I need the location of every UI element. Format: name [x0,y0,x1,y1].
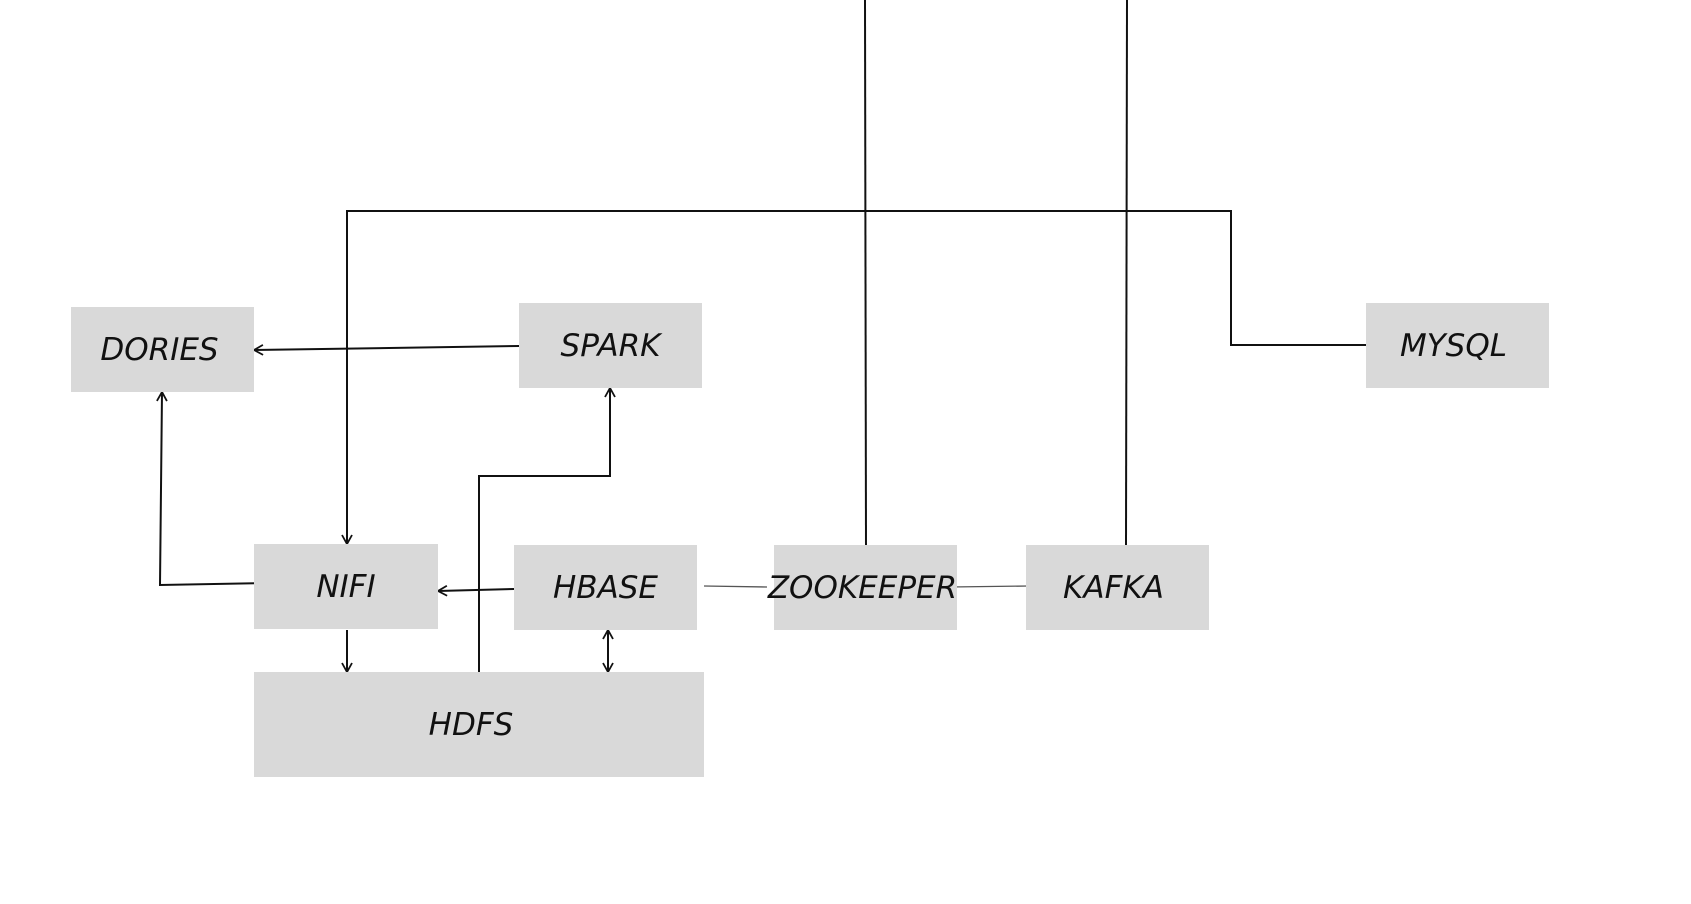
node-mysql: MYSQL [1366,303,1549,388]
node-label-mysql: MYSQL [1399,327,1508,364]
node-nifi: NIFI [254,544,438,629]
node-label-kafka: KAFKA [1063,569,1164,606]
node-hbase: HBASE [514,545,697,630]
edge-nifi-to-dories [156,390,266,587]
node-kafka: KAFKA [1026,545,1209,630]
node-label-zookeeper: ZOOKEEPER [767,569,958,606]
node-hdfs: HDFS [254,672,704,777]
node-label-hdfs: HDFS [428,706,514,743]
node-spark: SPARK [519,303,702,388]
edge-spark-to-dories [252,344,520,356]
node-label-nifi: NIFI [316,568,376,605]
node-zookeeper: ZOOKEEPER [768,545,957,630]
edge-hbase-zookeeper [703,585,768,588]
node-label-spark: SPARK [560,327,661,364]
node-dories: DORIES [71,307,254,392]
edge-hbase-to-nifi [436,584,515,597]
edge-zookeeper-top [864,0,867,550]
edge-zookeeper-kafka [949,585,1030,588]
node-label-hbase: HBASE [552,569,659,606]
edge-kafka-top [1125,0,1128,546]
node-label-dories: DORIES [100,331,219,368]
edge-mysql-to-nifi [341,210,1366,546]
edge-hdfs-to-spark [478,386,616,672]
